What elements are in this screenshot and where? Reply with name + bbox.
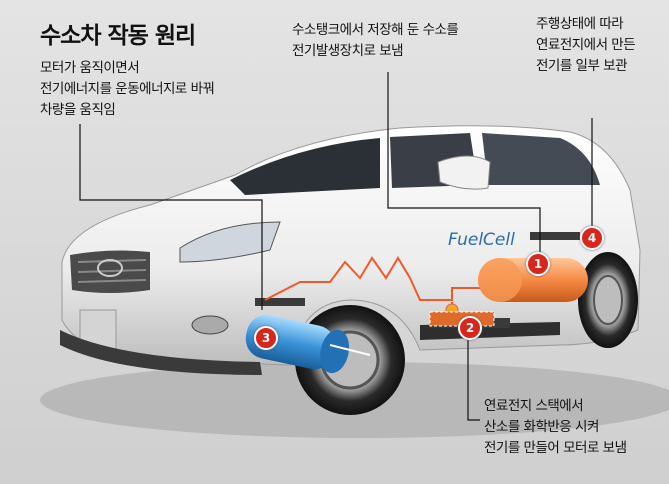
caption-line: 연료전지에서 만든 (536, 37, 636, 53)
caption-stack: 연료전지 스택에서 산소를 화학반응 시켜 전기를 만들어 모터로 보냄 (484, 396, 627, 459)
marker-4: 4 (580, 226, 604, 250)
caption-line: 연료전지 스택에서 (484, 398, 584, 414)
caption-tank: 수소탱크에서 저장해 둔 수소를 전기발생장치로 보냄 (292, 20, 459, 62)
caption-motor: 모터가 움직이면서 전기에너지를 운동에너지로 바꿔 차량을 움직임 (40, 58, 215, 121)
marker-1: 1 (526, 252, 550, 276)
marker-2: 2 (458, 316, 482, 340)
caption-line: 전기를 만들어 모터로 보냄 (484, 440, 627, 456)
caption-line: 산소를 화학반응 시켜 (484, 419, 599, 435)
caption-line: 차량을 움직임 (40, 102, 116, 118)
caption-line: 모터가 움직이면서 (40, 60, 140, 76)
caption-line: 전기에너지를 운동에너지로 바꿔 (40, 81, 215, 97)
caption-line: 전기를 일부 보관 (536, 58, 628, 74)
fuelcell-logo: FuelCell (448, 230, 515, 250)
page-title: 수소차 작동 원리 (40, 23, 196, 49)
caption-line: 주행상태에 따라 (536, 16, 624, 32)
caption-line: 전기발생장치로 보냄 (292, 43, 404, 59)
caption-line: 수소탱크에서 저장해 둔 수소를 (292, 22, 459, 38)
marker-3: 3 (254, 326, 278, 350)
caption-battery: 주행상태에 따라 연료전지에서 만든 전기를 일부 보관 (536, 14, 636, 77)
